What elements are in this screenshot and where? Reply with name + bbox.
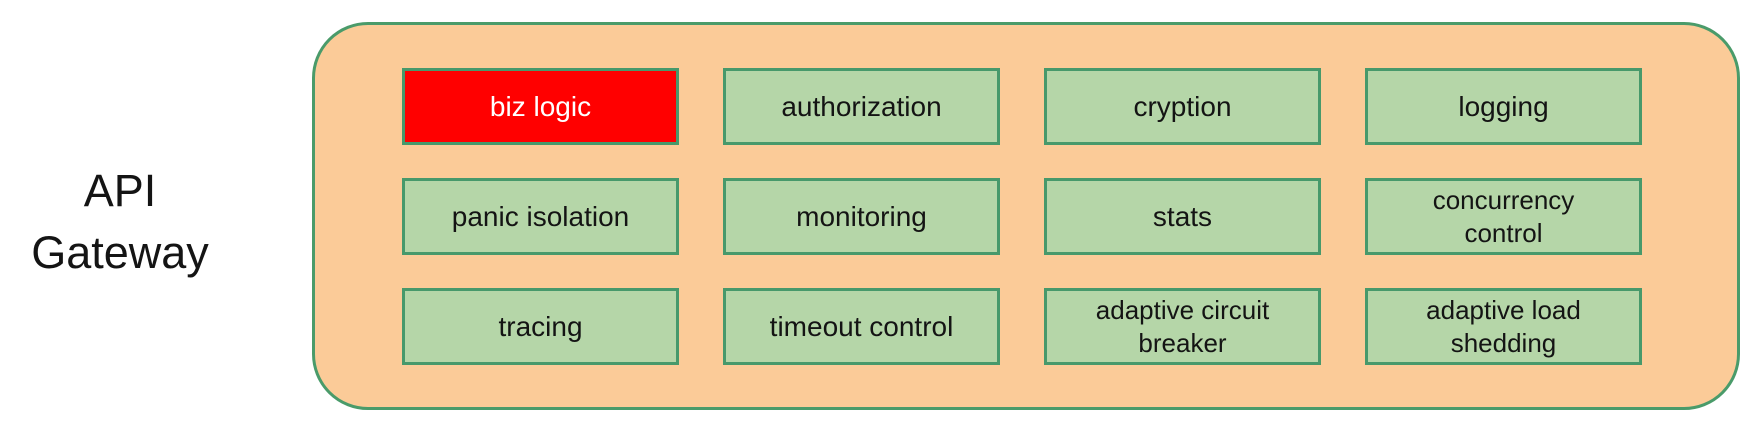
gateway-feature-grid: biz logic authorization cryption logging… [402, 68, 1642, 365]
box-timeout-control: timeout control [723, 288, 1000, 365]
box-adaptive-circuit-breaker: adaptive circuit breaker [1044, 288, 1321, 365]
box-concurrency-control: concurrency control [1365, 178, 1642, 255]
box-stats: stats [1044, 178, 1321, 255]
box-biz-logic: biz logic [402, 68, 679, 145]
box-authorization: authorization [723, 68, 1000, 145]
box-tracing: tracing [402, 288, 679, 365]
api-gateway-label: API Gateway [0, 160, 240, 284]
gateway-container: biz logic authorization cryption logging… [312, 22, 1740, 410]
api-gateway-label-line2: Gateway [31, 227, 209, 278]
box-logging: logging [1365, 68, 1642, 145]
box-monitoring: monitoring [723, 178, 1000, 255]
box-adaptive-load-shedding: adaptive load shedding [1365, 288, 1642, 365]
api-gateway-label-line1: API [83, 165, 157, 216]
box-cryption: cryption [1044, 68, 1321, 145]
box-panic-isolation: panic isolation [402, 178, 679, 255]
